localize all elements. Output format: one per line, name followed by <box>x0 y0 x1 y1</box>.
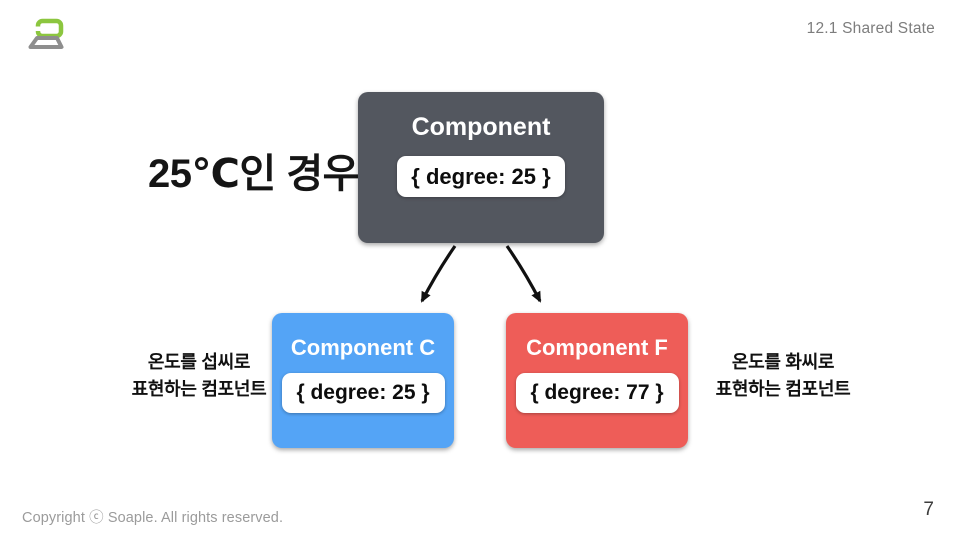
component-f-box: Component F { degree: 77 } <box>506 313 688 448</box>
component-c-title: Component C <box>290 335 436 360</box>
page-number: 7 <box>923 499 934 520</box>
celsius-caption-line2: 표현하는 컴포넌트 <box>131 379 267 399</box>
parent-component-box: Component { degree: 25 } <box>358 92 604 243</box>
fahrenheit-caption-line2: 표현하는 컴포넌트 <box>715 379 851 399</box>
arrow-to-component-f <box>505 245 542 303</box>
celsius-caption: 온도를 섭씨로 표현하는 컴포넌트 <box>101 349 297 403</box>
component-c-box: Component C { degree: 25 } <box>272 313 454 448</box>
component-f-state-pill: { degree: 77 } <box>515 373 679 413</box>
fahrenheit-caption: 온도를 화씨로 표현하는 컴포넌트 <box>685 349 881 403</box>
component-c-state-pill: { degree: 25 } <box>281 373 445 413</box>
arrow-to-component-c <box>420 245 457 303</box>
section-label: 12.1 Shared State <box>806 20 935 37</box>
soaple-logo-icon <box>27 16 67 56</box>
parent-component-title: Component <box>411 113 551 141</box>
case-label: 25℃인 경우 <box>148 152 359 196</box>
celsius-caption-line1: 온도를 섭씨로 <box>147 352 251 372</box>
component-f-title: Component F <box>526 335 668 360</box>
fahrenheit-caption-line1: 온도를 화씨로 <box>731 352 835 372</box>
copyright-text: Copyright ⓒ Soaple. All rights reserved. <box>22 510 284 526</box>
parent-state-pill: { degree: 25 } <box>397 156 565 197</box>
